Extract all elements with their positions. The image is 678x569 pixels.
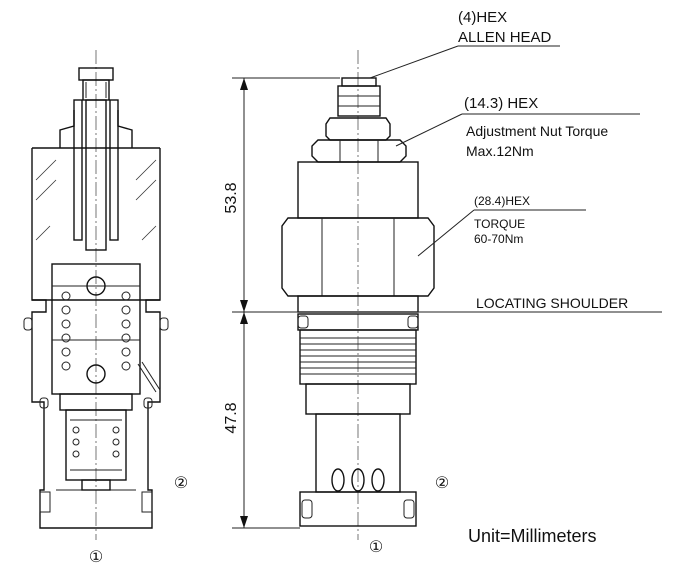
allen-hex-label: (4)HEX [458, 9, 507, 26]
port-1-right: ① [369, 539, 383, 556]
dim-upper: 53.8 [223, 182, 240, 213]
port-2-left: ② [174, 475, 188, 492]
unit-label: Unit=Millimeters [468, 526, 597, 546]
check-ball-upper [86, 276, 106, 296]
adjustment-torque-label: Adjustment Nut Torque [466, 123, 608, 139]
body-torque-label: TORQUE [474, 217, 525, 231]
allen-head-label: ALLEN HEAD [458, 29, 552, 46]
body-torque-range: 60-70Nm [474, 232, 523, 246]
adjustment-max-label: Max.12Nm [466, 143, 534, 159]
port-hole [331, 468, 345, 492]
section-view [23, 50, 169, 540]
check-ball-lower [86, 364, 106, 384]
leader-lines [369, 45, 662, 313]
port-hole [351, 468, 365, 492]
adjustment-hex-label: (14.3) HEX [464, 95, 538, 112]
locating-shoulder-label: LOCATING SHOULDER [476, 295, 628, 311]
body-hex-label: (28.4)HEX [474, 194, 530, 208]
dim-lower: 47.8 [223, 402, 240, 433]
port-hole [371, 468, 385, 492]
external-view [281, 50, 435, 540]
spring-coils [61, 291, 131, 371]
threads [299, 329, 417, 385]
port-2-right: ② [435, 475, 449, 492]
dimension-lines: 53.8 47.8 [223, 77, 470, 529]
port-1-left: ① [89, 549, 103, 566]
